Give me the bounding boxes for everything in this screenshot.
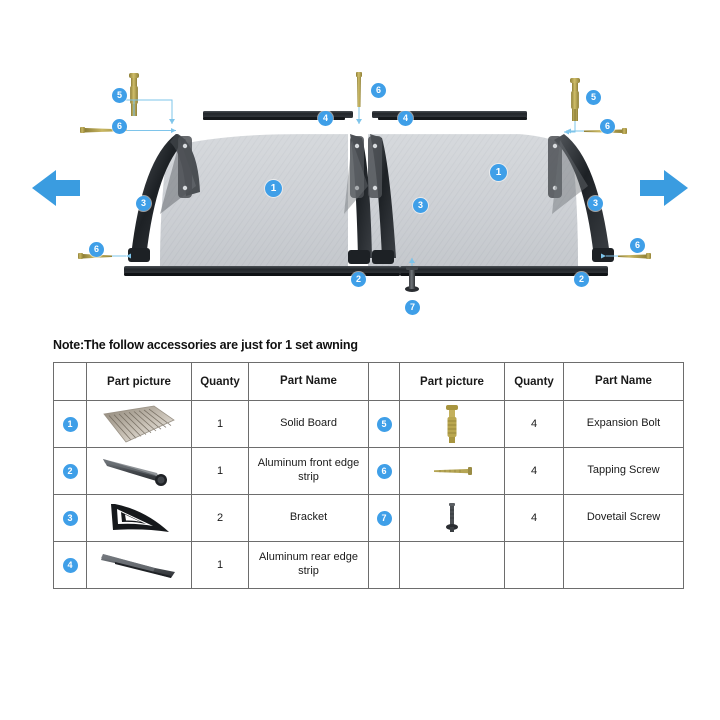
aluminum-rear-edge-strip-right bbox=[372, 111, 527, 120]
callout-badge-4-left[interactable]: 4 bbox=[318, 111, 333, 126]
table-header-row: Part picture Quanty Part Name Part pictu… bbox=[53, 362, 684, 401]
row-qty-6: 4 bbox=[504, 447, 564, 495]
callout-badge-4-right[interactable]: 4 bbox=[398, 111, 413, 126]
part-picture-expansion-bolt bbox=[399, 400, 505, 448]
header-part-name-left: Part Name bbox=[248, 362, 369, 401]
row-badge-1: 1 bbox=[62, 416, 78, 432]
aluminum-front-edge-strip-right bbox=[400, 266, 608, 276]
arrow-left-icon bbox=[32, 170, 80, 206]
table-row: 3 2 Bracket 7 bbox=[53, 494, 684, 542]
arrow-right-icon bbox=[640, 170, 688, 206]
note-text: Note:The follow accessories are just for… bbox=[53, 338, 358, 352]
callout-badge-3-right[interactable]: 3 bbox=[588, 196, 603, 211]
tapping-screw-right-lower bbox=[618, 253, 651, 259]
row-badge-2: 2 bbox=[62, 463, 78, 479]
header-num-left bbox=[53, 362, 87, 401]
row-qty-1: 1 bbox=[191, 400, 249, 448]
row-qty-2: 1 bbox=[191, 447, 249, 495]
row-name-2: Aluminum front edge strip bbox=[248, 447, 369, 495]
row-badge-7: 7 bbox=[376, 510, 392, 526]
awning-exploded-diagram: 5 6 6 3 1 4 2 6 4 7 3 1 5 6 3 6 2 bbox=[0, 0, 720, 330]
aluminum-rear-edge-strip-icon bbox=[101, 554, 175, 578]
row-num-4: 4 bbox=[53, 541, 87, 589]
callout-badge-2-right[interactable]: 2 bbox=[574, 272, 589, 287]
table-row: 4 1 Aluminum rear edge strip bbox=[53, 541, 684, 589]
tapping-screw-icon bbox=[434, 467, 472, 475]
row-num-3: 3 bbox=[53, 494, 87, 542]
row-qty-3: 2 bbox=[191, 494, 249, 542]
row-name-1: Solid Board bbox=[248, 400, 369, 448]
row-num-5: 5 bbox=[368, 400, 400, 448]
solid-board-icon bbox=[103, 405, 175, 443]
row-num-2: 2 bbox=[53, 447, 87, 495]
row-badge-4: 4 bbox=[62, 557, 78, 573]
bracket-arm-2 bbox=[344, 134, 372, 264]
callout-badge-5-left[interactable]: 5 bbox=[112, 88, 127, 103]
callout-badge-6-left[interactable]: 6 bbox=[112, 119, 127, 134]
row-qty-7: 4 bbox=[504, 494, 564, 542]
part-picture-bracket bbox=[86, 494, 192, 542]
bracket-arm-3 bbox=[368, 134, 396, 264]
bracket-arm-1 bbox=[128, 134, 200, 262]
row-num-6: 6 bbox=[368, 447, 400, 495]
table-row: 2 1 Aluminum front edge strip 6 bbox=[53, 447, 684, 495]
callout-badge-3-center[interactable]: 3 bbox=[413, 198, 428, 213]
header-num-right bbox=[368, 362, 400, 401]
header-part-name-right: Part Name bbox=[563, 362, 684, 401]
expansion-bolt-right bbox=[570, 78, 580, 121]
part-picture-tapping-screw bbox=[399, 447, 505, 495]
header-part-picture-left: Part picture bbox=[86, 362, 192, 401]
callout-badge-1-left[interactable]: 1 bbox=[265, 180, 282, 197]
callout-badge-6-lower-right[interactable]: 6 bbox=[630, 238, 645, 253]
expansion-bolt-icon bbox=[446, 405, 458, 443]
bracket-arm-4 bbox=[548, 134, 614, 262]
dovetail-screw-icon bbox=[446, 503, 458, 532]
table-row: 1 bbox=[53, 400, 684, 448]
row-name-7: Dovetail Screw bbox=[563, 494, 684, 542]
callout-badge-6-center[interactable]: 6 bbox=[371, 83, 386, 98]
row-name-5: Expansion Bolt bbox=[563, 400, 684, 448]
row-badge-3: 3 bbox=[62, 510, 78, 526]
aluminum-rear-edge-strip-left bbox=[203, 111, 353, 120]
awning-panel-right bbox=[368, 131, 578, 269]
row-qty-5: 4 bbox=[504, 400, 564, 448]
row-qty-empty bbox=[504, 541, 564, 589]
part-picture-dovetail-screw bbox=[399, 494, 505, 542]
aluminum-front-edge-strip-left bbox=[124, 266, 400, 276]
part-picture-solid-board bbox=[86, 400, 192, 448]
header-part-picture-right: Part picture bbox=[399, 362, 505, 401]
row-badge-6: 6 bbox=[376, 463, 392, 479]
callout-badge-5-right[interactable]: 5 bbox=[586, 90, 601, 105]
row-num-1: 1 bbox=[53, 400, 87, 448]
callout-badge-1-right[interactable]: 1 bbox=[490, 164, 507, 181]
callout-badge-2-left[interactable]: 2 bbox=[351, 272, 366, 287]
tapping-screw-center-top bbox=[356, 72, 362, 107]
row-name-3: Bracket bbox=[248, 494, 369, 542]
row-num-7: 7 bbox=[368, 494, 400, 542]
header-quanty-right: Quanty bbox=[504, 362, 564, 401]
dovetail-screw-center bbox=[405, 266, 419, 292]
part-picture-aluminum-front-edge-strip bbox=[86, 447, 192, 495]
row-name-4: Aluminum rear edge strip bbox=[248, 541, 369, 589]
parts-table: Part picture Quanty Part Name Part pictu… bbox=[53, 362, 684, 589]
header-quanty-left: Quanty bbox=[191, 362, 249, 401]
leader-arrowheads bbox=[126, 119, 606, 263]
row-name-6: Tapping Screw bbox=[563, 447, 684, 495]
part-picture-aluminum-rear-edge-strip bbox=[86, 541, 192, 589]
aluminum-front-edge-strip-icon bbox=[103, 459, 167, 486]
row-qty-4: 1 bbox=[191, 541, 249, 589]
callout-badge-6-lower-left[interactable]: 6 bbox=[89, 242, 104, 257]
row-pic-empty bbox=[399, 541, 505, 589]
callout-badge-7-center[interactable]: 7 bbox=[405, 300, 420, 315]
bracket-icon bbox=[111, 504, 169, 532]
callout-badge-6-right[interactable]: 6 bbox=[600, 119, 615, 134]
row-num-empty bbox=[368, 541, 400, 589]
row-badge-5: 5 bbox=[376, 416, 392, 432]
callout-badge-3-left[interactable]: 3 bbox=[136, 196, 151, 211]
row-name-empty bbox=[563, 541, 684, 589]
